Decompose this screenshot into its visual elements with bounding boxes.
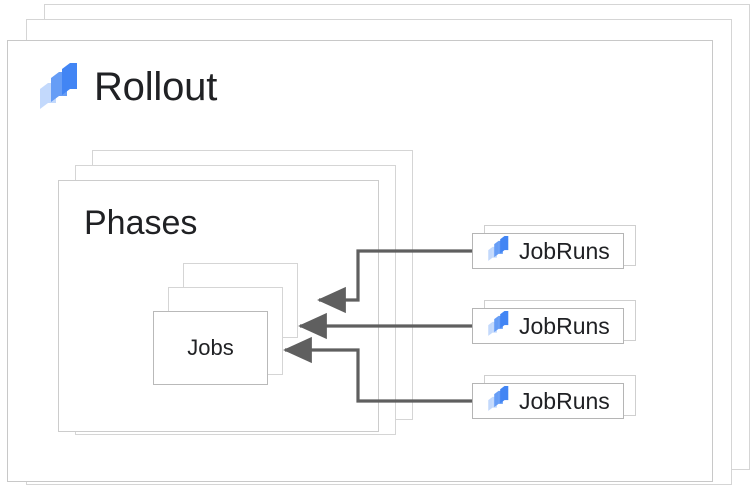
jobrun-label: JobRuns [519,312,610,339]
jobrun-card-1[interactable]: JobRuns [472,233,624,269]
connector-jobrun-1 [317,249,472,314]
jobs-card-front [153,311,268,385]
rollout-logo-icon [487,310,509,342]
rollout-logo-icon [38,63,78,111]
rollout-title-row: Rollout [38,63,217,111]
jobrun-label: JobRuns [519,237,610,264]
connector-jobrun-3 [283,336,472,403]
jobrun-card-3[interactable]: JobRuns [472,383,624,419]
rollout-logo-icon [487,235,509,267]
jobrun-label: JobRuns [519,387,610,414]
jobrun-card-2[interactable]: JobRuns [472,308,624,344]
jobs-label: Jobs [187,335,234,360]
page-title: Rollout [94,65,218,109]
phases-title: Phases [84,204,198,242]
rollout-logo-icon [487,385,509,417]
